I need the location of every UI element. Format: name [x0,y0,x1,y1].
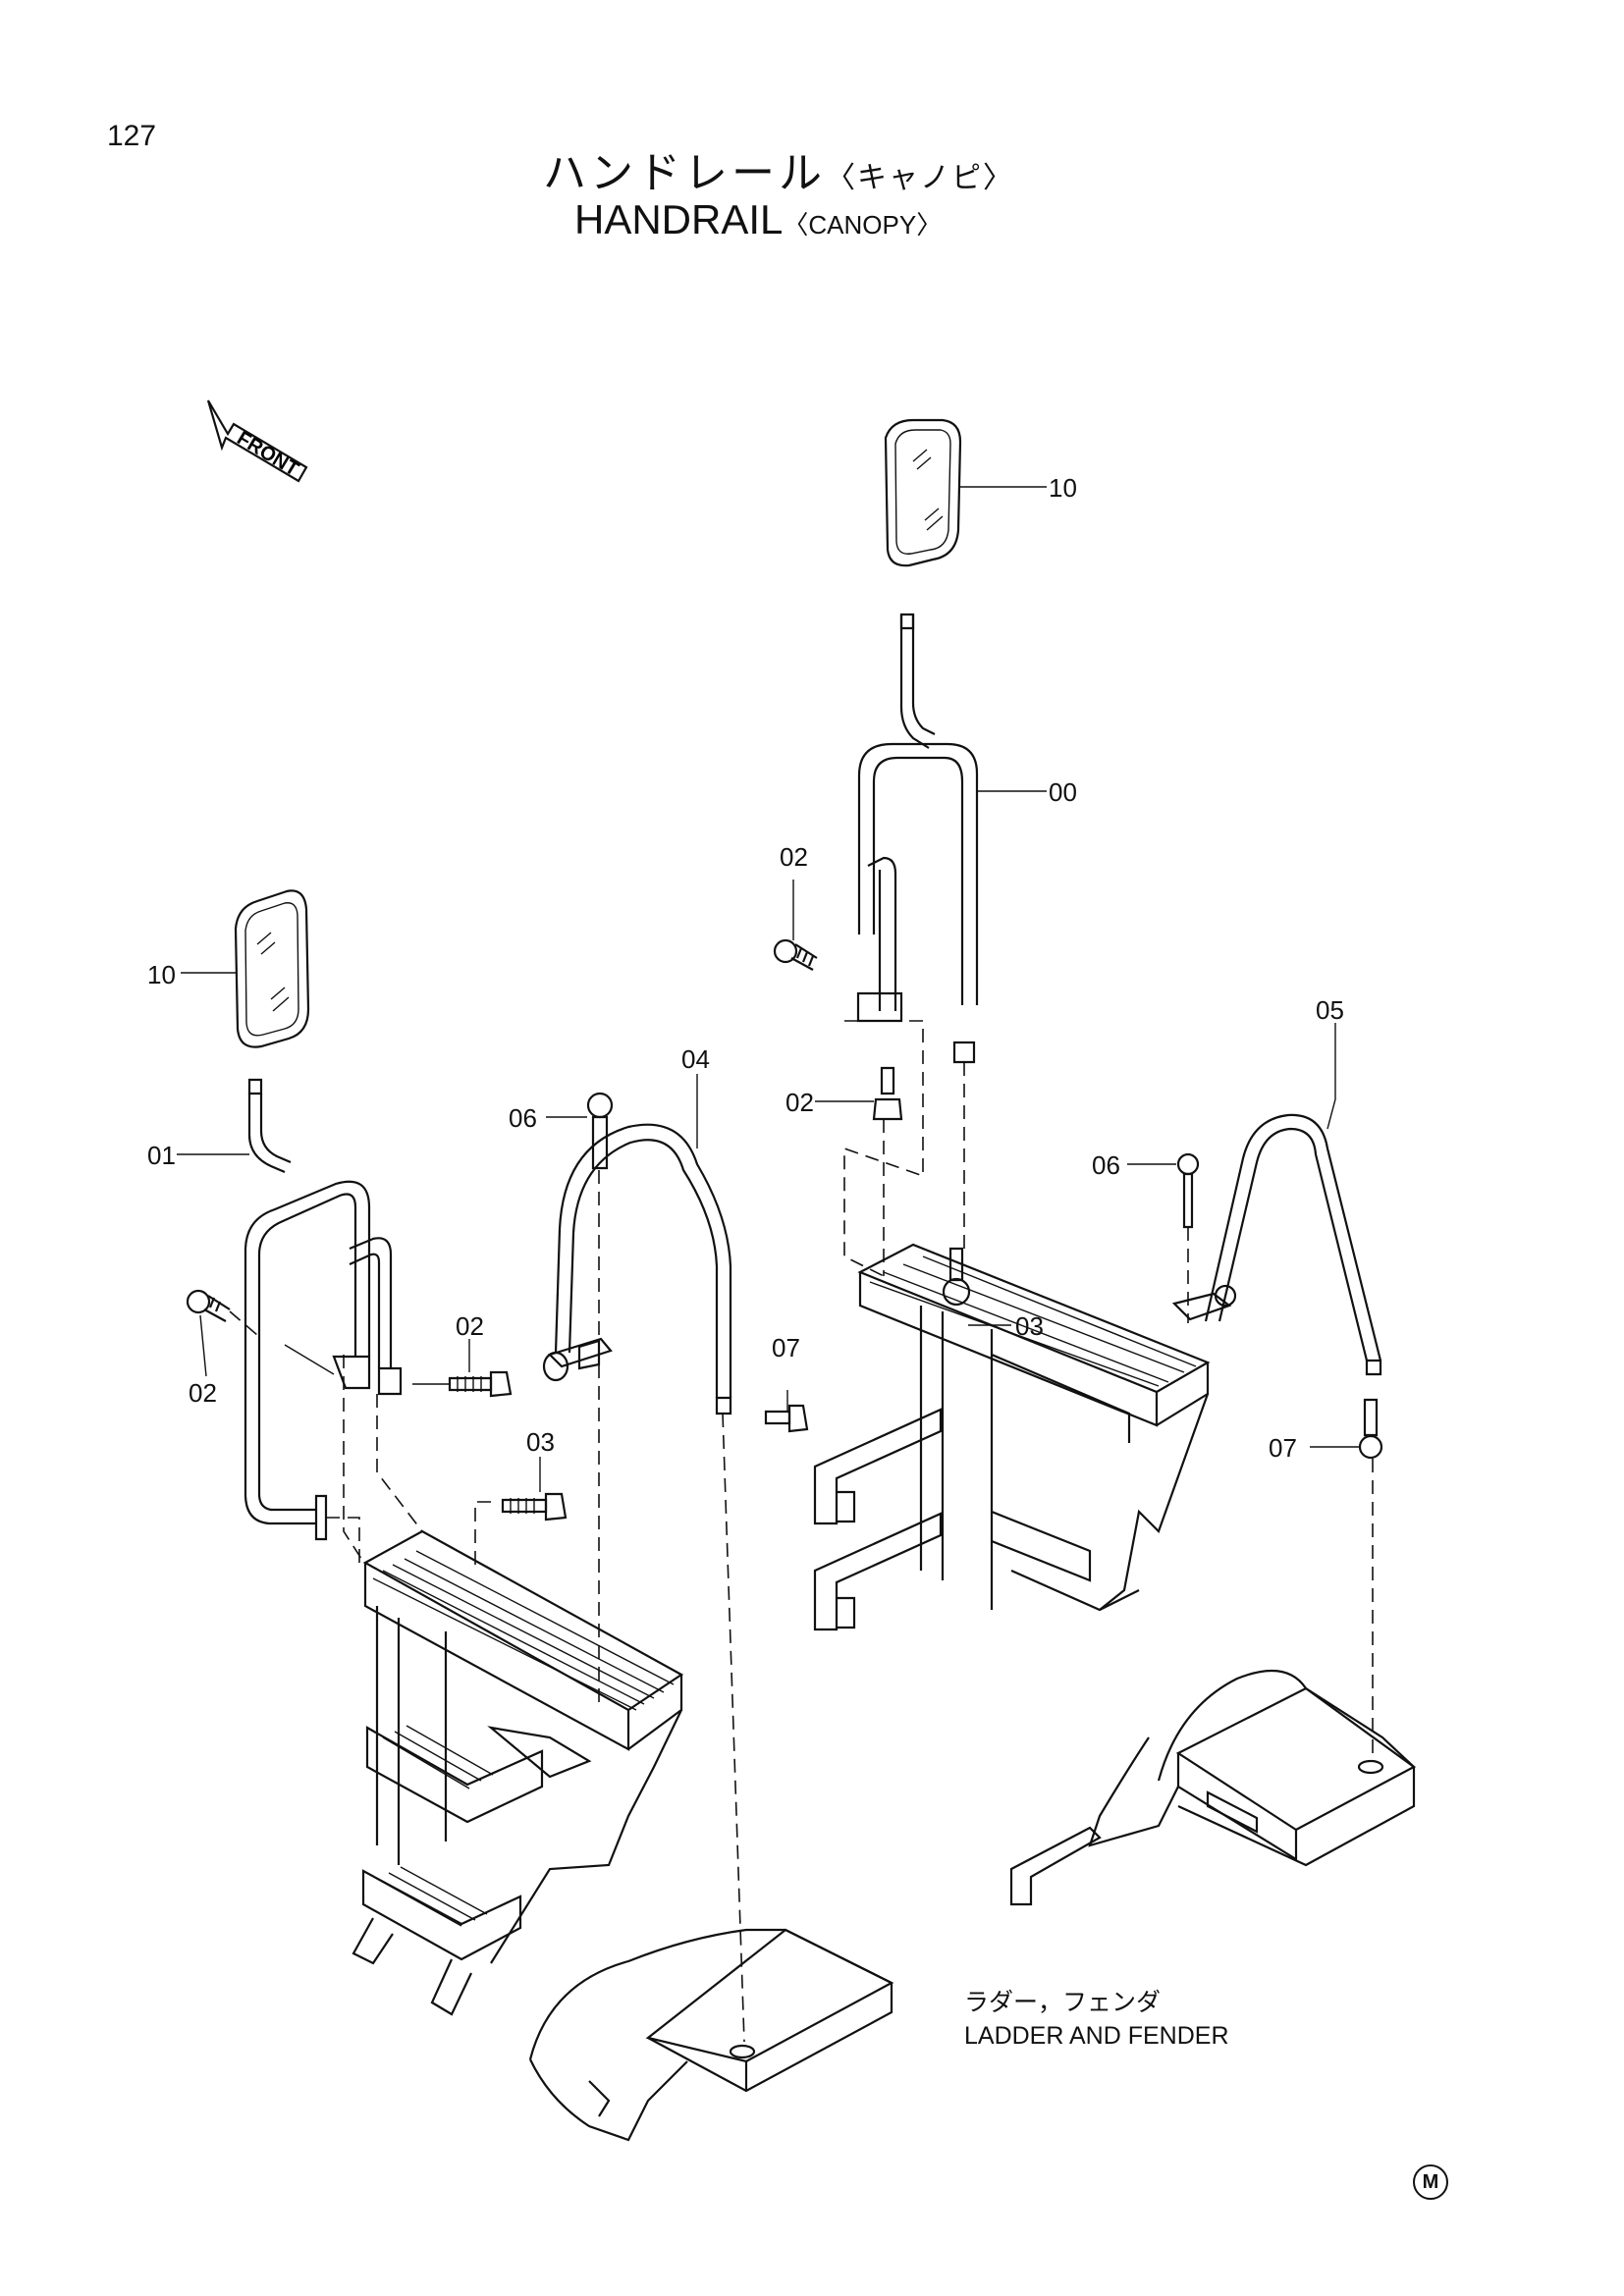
title-english: HANDRAIL〈CANOPY〉 [574,196,942,243]
bolt-02-top [773,938,818,971]
callout-02-left-low: 02 [189,1378,217,1408]
leader-lines [177,486,1359,1492]
bolt-02-left-low [186,1289,231,1322]
bolt-02-mid [872,1066,903,1121]
ladder-fender-note: ラダー，フェンダ LADDER AND FENDER [964,1986,1229,2053]
mirror-left [234,889,310,1048]
callout-06-right: 06 [1092,1150,1120,1180]
callout-02-left-bolt: 02 [456,1311,484,1341]
callout-03-left: 03 [526,1427,555,1457]
page-number: 127 [107,120,157,152]
bolt-02-left [448,1370,513,1398]
note-japanese: ラダー，フェンダ [964,1989,1162,2016]
right-fender [1009,1669,1417,1906]
handrail-04 [542,1123,732,1415]
left-fender [528,1928,894,2142]
bolt-06-right [1176,1152,1200,1229]
front-arrow: FRONT [206,400,308,483]
right-step-assembly [813,1243,1211,1631]
bolt-03-right [942,1247,971,1307]
alignment-guides [229,1020,1374,2043]
handrail-00 [856,613,979,1064]
callout-03-right: 03 [1015,1311,1044,1341]
title-japanese: ハンドレール〈キャノピ〉 [543,137,1014,200]
callout-04: 04 [681,1044,710,1074]
callout-06-left: 06 [509,1103,537,1133]
bolt-06-left [586,1092,614,1170]
callout-10-left: 10 [147,960,176,989]
title-english-sub: 〈CANOPY〉 [783,210,943,240]
callout-07-right: 07 [1269,1433,1297,1463]
title-japanese-sub: 〈キャノピ〉 [826,161,1014,195]
callout-07-left: 07 [772,1333,800,1362]
circled-m-mark: M [1413,2164,1448,2200]
title-japanese-main: ハンドレール [543,148,826,198]
mirror-right [884,418,962,567]
callout-01: 01 [147,1141,176,1170]
title-english-main: HANDRAIL [574,196,784,242]
handrail-01 [244,1078,403,1541]
handrail-05 [1171,1113,1382,1376]
bolt-07-right [1358,1398,1383,1460]
bolt-03-left [501,1492,568,1522]
left-step-assembly [352,1529,684,2016]
callout-02-top: 02 [780,842,808,872]
bolt-07-left [764,1404,809,1433]
front-arrow-label: FRONT [233,427,301,480]
callout-02-mid: 02 [785,1088,814,1117]
callout-00: 00 [1049,777,1077,807]
callout-05: 05 [1316,995,1344,1025]
note-english: LADDER AND FENDER [964,2022,1229,2050]
callout-10-right: 10 [1049,473,1077,503]
